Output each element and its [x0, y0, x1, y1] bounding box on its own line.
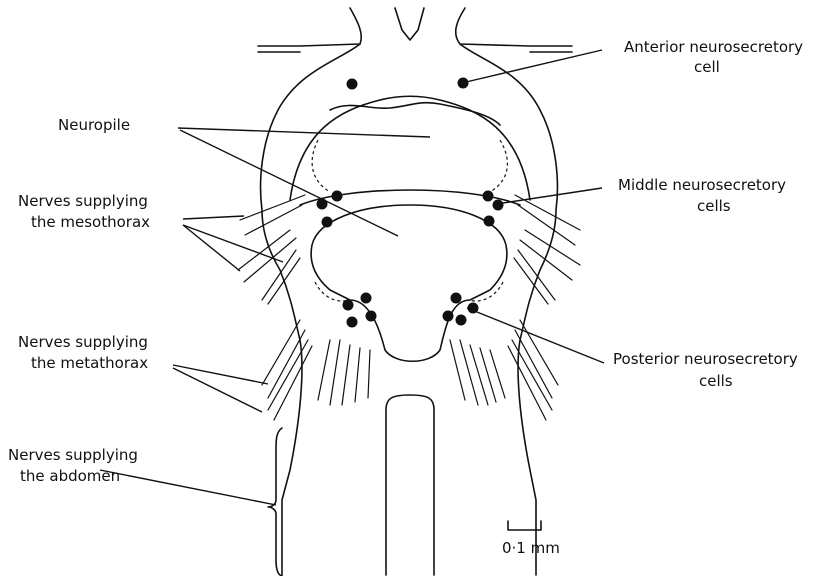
- leader-lines: [100, 50, 604, 576]
- label-meta-1: Nerves supplying: [18, 333, 148, 351]
- label-middle-1: Middle neurosecretory: [618, 176, 786, 194]
- anterior-nerve-right: [456, 8, 572, 52]
- leader-neuropile-upper: [178, 128, 430, 137]
- nerve-meso-right-2: [520, 230, 580, 280]
- middle-cell-left-3: [322, 217, 333, 228]
- leader-meso-1: [183, 216, 244, 219]
- label-abdomen-1: Nerves supplying: [8, 446, 138, 464]
- leader-meso-2: [183, 225, 240, 271]
- label-middle-2: cells: [697, 197, 731, 215]
- anterior-cell-right: [458, 78, 469, 89]
- nerve-meso-right-1: [515, 195, 580, 245]
- nerve-meso-right-3: [514, 250, 555, 304]
- leader-abdomen: [100, 470, 276, 505]
- neurosecretory-cells: [317, 78, 504, 328]
- posterior-connective: [386, 395, 434, 575]
- neuropile-upper-top: [330, 103, 500, 125]
- label-posterior-1: Posterior neurosecretory: [613, 350, 798, 368]
- nerve-roots: [238, 195, 580, 420]
- neuropile-upper-dash-right: [490, 140, 507, 192]
- scale-bar: 0·1 mm: [502, 521, 560, 557]
- nerve-meso-left-1: [240, 195, 305, 235]
- label-abdomen-2: the abdomen: [20, 467, 120, 485]
- label-meso-1: Nerves supplying: [18, 192, 148, 210]
- middle-cell-right-2: [493, 200, 504, 211]
- posterior-cell-left-1: [343, 300, 354, 311]
- nerve-meso-left-3: [262, 250, 300, 304]
- leader-anterior: [466, 50, 602, 82]
- abdomen-brace: [268, 428, 282, 576]
- nerve-fringe-left: [318, 340, 370, 405]
- nerve-fringe-right: [450, 340, 505, 405]
- posterior-cell-left-2: [361, 293, 372, 304]
- leader-middle: [503, 188, 602, 203]
- label-meta-2: the metathorax: [31, 354, 148, 372]
- label-neuropile: Neuropile: [58, 116, 130, 134]
- leader-neuropile-lower: [180, 130, 398, 236]
- nerve-meta-left-2: [268, 340, 312, 420]
- posterior-cell-right-1: [451, 293, 462, 304]
- leader-posterior: [467, 308, 604, 363]
- neuropile-lower: [311, 205, 507, 361]
- nerve-meta-right-2: [508, 340, 552, 420]
- middle-cell-right-1: [483, 191, 494, 202]
- posterior-cell-right-3: [443, 311, 454, 322]
- anterior-connective: [395, 8, 424, 40]
- neuropile-upper-dash-left: [312, 140, 330, 192]
- posterior-cell-right-4: [456, 315, 467, 326]
- label-anterior-1: Anterior neurosecretory: [624, 38, 803, 56]
- label-meso-2: the mesothorax: [31, 213, 150, 231]
- middle-cell-left-1: [332, 191, 343, 202]
- label-anterior-2: cell: [694, 58, 720, 76]
- neuropile-upper: [290, 96, 530, 200]
- anterior-nerve-left: [258, 8, 361, 52]
- scale-bar-label: 0·1 mm: [502, 539, 560, 557]
- anterior-cell-left: [347, 79, 358, 90]
- middle-cell-right-3: [484, 216, 495, 227]
- posterior-cell-left-3: [347, 317, 358, 328]
- posterior-cell-left-4: [366, 311, 377, 322]
- label-posterior-2: cells: [699, 372, 733, 390]
- ganglion-outline: [258, 8, 572, 575]
